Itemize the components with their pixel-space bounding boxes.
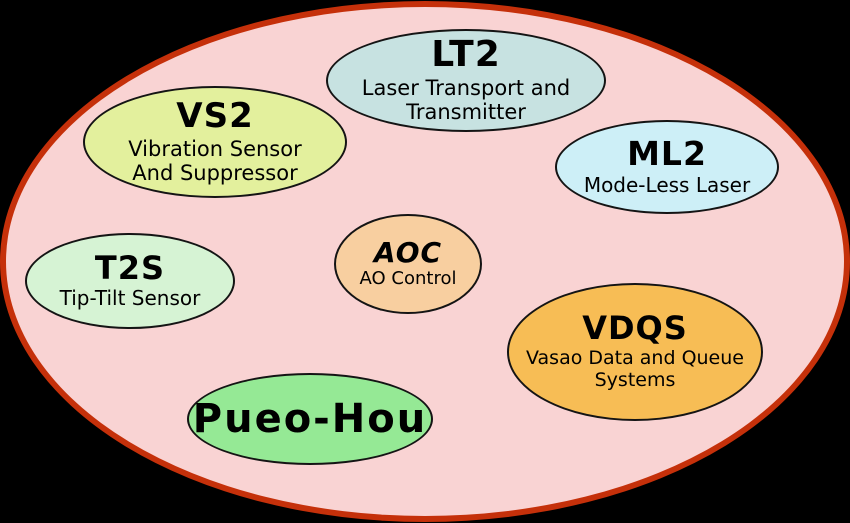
node-vdqs-title: VDQS (582, 309, 688, 348)
node-ml2: ML2 Mode-Less Laser (555, 120, 779, 214)
node-aoc-subtitle: AO Control (359, 268, 457, 290)
node-lt2-title: LT2 (431, 34, 501, 76)
node-aoc: AOC AO Control (334, 214, 482, 314)
node-lt2: LT2 Laser Transport and Transmitter (326, 29, 606, 132)
node-ml2-subtitle: Mode-Less Laser (583, 172, 751, 197)
node-vdqs: VDQS Vasao Data and Queue Systems (507, 283, 763, 421)
node-lt2-subtitle: Laser Transport and Transmitter (361, 76, 571, 125)
node-t2s-subtitle: Tip-Tilt Sensor (59, 286, 201, 311)
node-vs2-subtitle: Vibration Sensor And Suppressor (128, 136, 302, 185)
node-pueo-hou-title: Pueo-Hou (192, 396, 428, 442)
node-aoc-title: AOC (373, 235, 443, 269)
node-vs2: VS2 Vibration Sensor And Suppressor (83, 86, 347, 198)
node-vs2-title: VS2 (176, 96, 254, 137)
node-vdqs-subtitle: Vasao Data and Queue Systems (526, 346, 744, 391)
node-ml2-title: ML2 (627, 134, 707, 174)
node-pueo-hou: Pueo-Hou (187, 373, 433, 465)
node-t2s: T2S Tip-Tilt Sensor (25, 233, 235, 329)
node-t2s-title: T2S (94, 248, 166, 287)
